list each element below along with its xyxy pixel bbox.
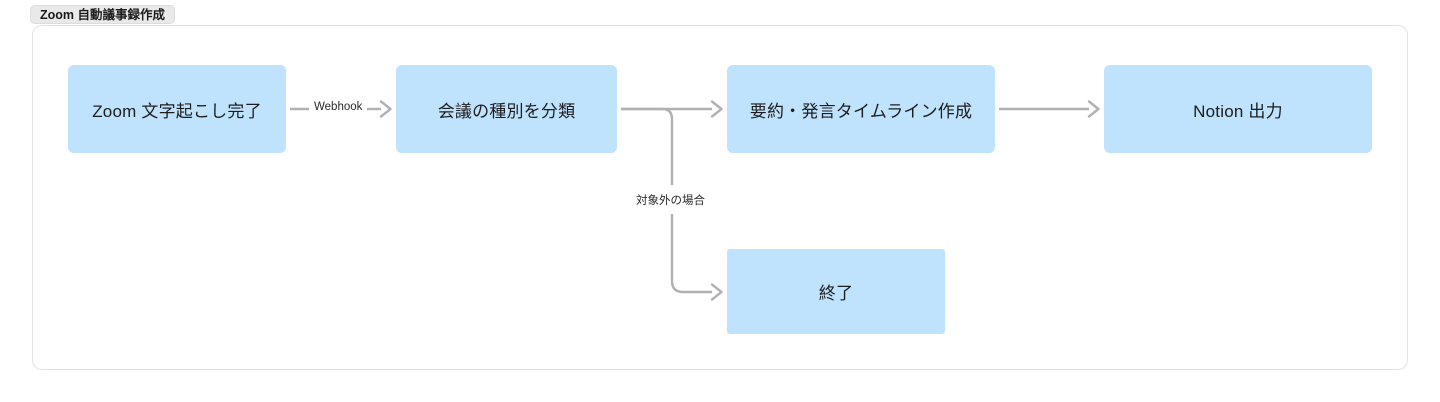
edge-label-out-of-scope: 対象外の場合 [633,190,708,210]
flow-node-zoom-transcript-complete[interactable]: Zoom 文字起こし完了 [68,65,286,153]
flow-node-end[interactable]: 終了 [727,249,945,334]
flow-node-classify-meeting-type[interactable]: 会議の種別を分類 [396,65,617,153]
flow-node-notion-output[interactable]: Notion 出力 [1104,65,1372,153]
edge-label-webhook: Webhook [311,101,366,113]
diagram-title-badge: Zoom 自動議事録作成 [30,5,175,24]
flow-node-create-summary-timeline[interactable]: 要約・発言タイムライン作成 [727,65,995,153]
